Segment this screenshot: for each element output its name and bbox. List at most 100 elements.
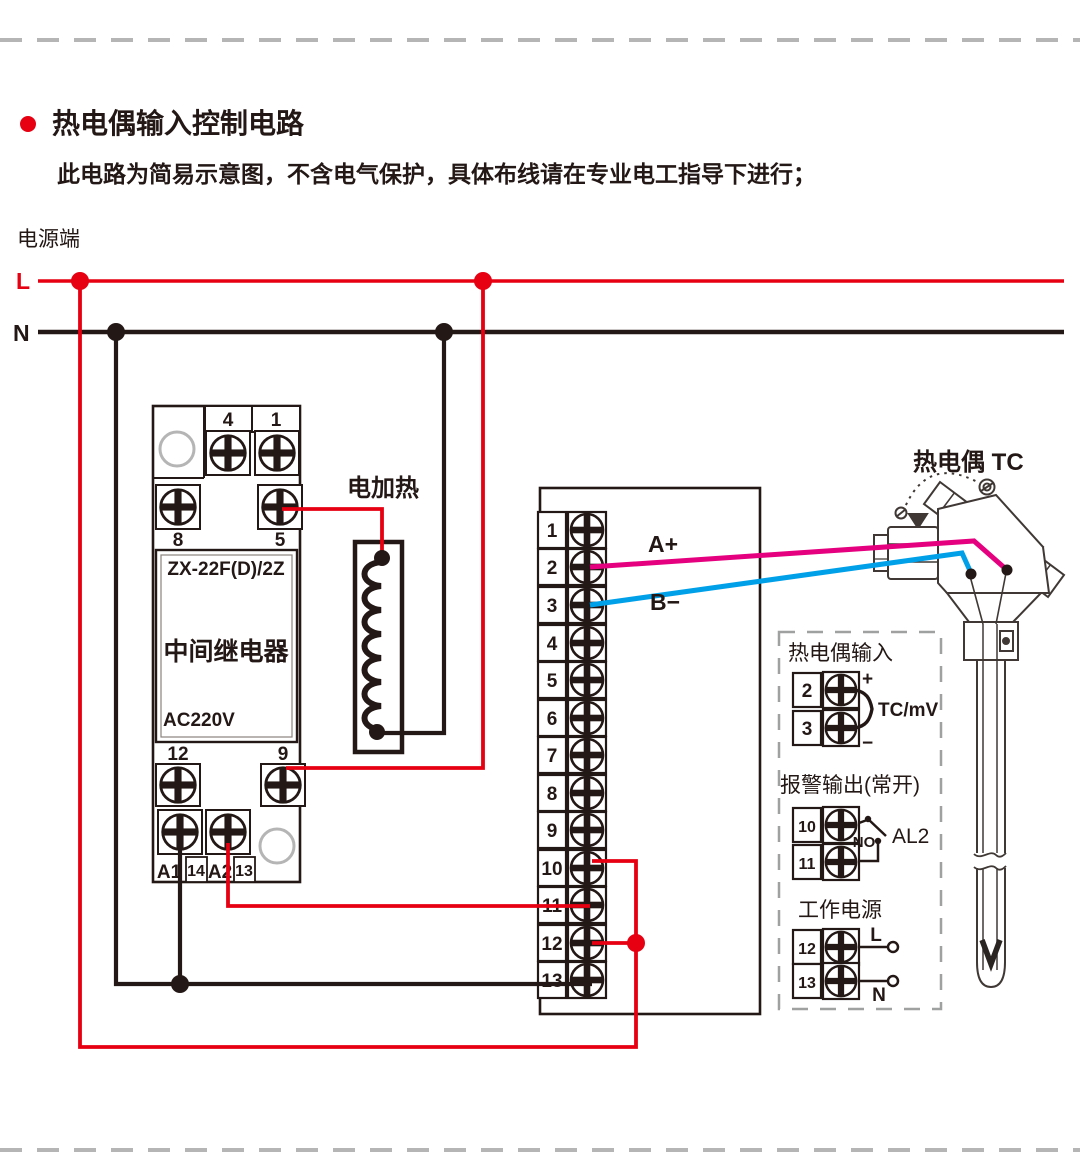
mains-lines: L N [13,268,1064,346]
screw-terminal-icon [824,808,858,842]
tc-head-terminal-dot [965,568,977,580]
terminal-row-8: 8 [536,773,608,813]
terminal-number: 2 [802,681,813,702]
input-minus-label: − [862,733,873,754]
input-plus-label: + [862,669,873,690]
alarm-output-label: AL2 [892,825,929,848]
detail-panel-border [777,630,943,1011]
live-junction-dot [474,272,492,290]
supply-terminal-13-row: 13 [791,961,861,1001]
terminal-number: 3 [802,719,813,740]
screw-terminal-icon [569,775,605,811]
terminal-row-13: 13 [536,960,608,1000]
terminal-number: 13 [541,971,562,992]
screw-terminal-icon [569,625,605,661]
screw-terminal-icon [569,850,605,886]
terminal-number: 11 [799,856,816,873]
relay-terminal-14-label: 14 [187,863,205,880]
input-terminal-2-row: 2 [791,670,861,710]
heater-bottom-terminal-dot [369,724,385,740]
wire-b-minus-label: B− [650,589,680,615]
terminal-row-10: 10 [536,848,608,888]
alarm-terminal-11-row: 11 [791,842,861,882]
terminal-row-7: 7 [536,735,608,775]
relay5-to-heater-wire [282,507,384,556]
probe-tube-upper [976,660,1006,853]
relay-mount-hole-top [158,430,196,468]
relay-voltage: AC220V [163,710,235,731]
relay-terminal-1-label: 1 [271,410,282,431]
live-junction-dot [627,934,645,952]
input-bracket [854,688,874,730]
terminal-number: 6 [547,709,558,730]
relay-terminal-12-label: 12 [167,744,188,765]
relay-name: 中间继电器 [163,637,289,666]
thermocouple-label: 热电偶 TC [913,449,1024,476]
relay-terminal-4-label: 4 [223,410,234,431]
junction-dots [71,272,1013,993]
terminal-number: 3 [547,596,558,617]
relay-terminal-5-label: 5 [275,530,286,551]
relay-mount-hole-bottom [258,827,296,865]
supply-live-label: L [870,925,882,946]
instrument-detail-panel: 热电偶输入 2 + 3 − TC/mV 报警输出(常开) 10 11 [777,630,943,1011]
screw-terminal-icon [159,488,197,526]
screw-terminal-icon [824,845,858,879]
supply-terminal-12-row: 12 [791,927,861,967]
live-line-label: L [16,268,30,294]
alarm-no-contact-symbol [858,815,887,863]
supply-neutral-label: N [872,985,886,1006]
tc-head-terminal-dot [1001,564,1013,576]
probe-tube-lower [976,868,1006,962]
terminal-number: 10 [798,819,816,836]
terminal-row-1: 1 [536,510,608,550]
neutral-junction-dot [435,323,453,341]
terminal-number: 1 [547,521,558,542]
screw-terminal-icon [824,964,858,998]
alarm-terminal-10-row: 10 [791,805,861,845]
probe-tip [976,961,1006,989]
cap-hinge-dotted-arc [902,472,987,513]
relay-terminal-a1-label: A1 [157,862,182,883]
terminal-number: 7 [547,746,558,767]
live-feeder-relay9 [286,281,485,770]
probe-break-mark [973,852,1007,858]
terminal-number: 4 [547,634,558,655]
thermocouple-neck-hex-fitting [887,526,939,580]
neutral-junction-dot [171,975,189,993]
neutral-junction-dot [107,323,125,341]
terminal-number: 5 [547,671,558,692]
screw-terminal-icon [824,673,858,707]
screw-terminal-icon [569,737,605,773]
neutral-feeder-bottom [113,332,592,987]
page-subtitle: 此电路为简易示意图，不含电气保护，具体布线请在专业电工指导下进行； [57,161,816,187]
page-title: 热电偶输入控制电路 [52,107,305,139]
terminal-number: 13 [798,975,816,992]
heater-top-terminal-dot [374,550,390,566]
screw-terminal-icon [569,962,605,998]
input-terminal-3-row: 3 [791,708,861,748]
wiring [78,281,1009,1049]
screw-terminal-icon [569,662,605,698]
internal-lead-wires [969,572,1007,625]
screw-terminal-icon [569,512,605,548]
wire-a-plus-label: A+ [648,531,678,557]
relay-a2-to-terminal11-wire [226,843,590,908]
heater-neutral-wire [374,332,447,736]
instrument-terminal-strip: 1 2 3 4 5 6 7 8 9 10 11 12 13 [536,486,762,1016]
terminal-number: 12 [541,934,562,955]
screw-terminal-icon [824,711,858,745]
supply-pigtails [859,940,900,988]
terminal-number: 9 [547,821,558,842]
power-section-label: 电源端 [17,228,80,251]
alarm-section-title: 报警输出(常开) [780,774,920,797]
terminal-number: 12 [798,941,816,958]
probe-tip-v-mark [979,939,1003,972]
neutral-line-label: N [13,320,30,346]
supply-section-title: 工作电源 [798,899,882,922]
alarm-no-label: NO [853,834,876,851]
relay-terminal-8-label: 8 [173,530,184,551]
thermocouple-head-body [937,493,1051,594]
